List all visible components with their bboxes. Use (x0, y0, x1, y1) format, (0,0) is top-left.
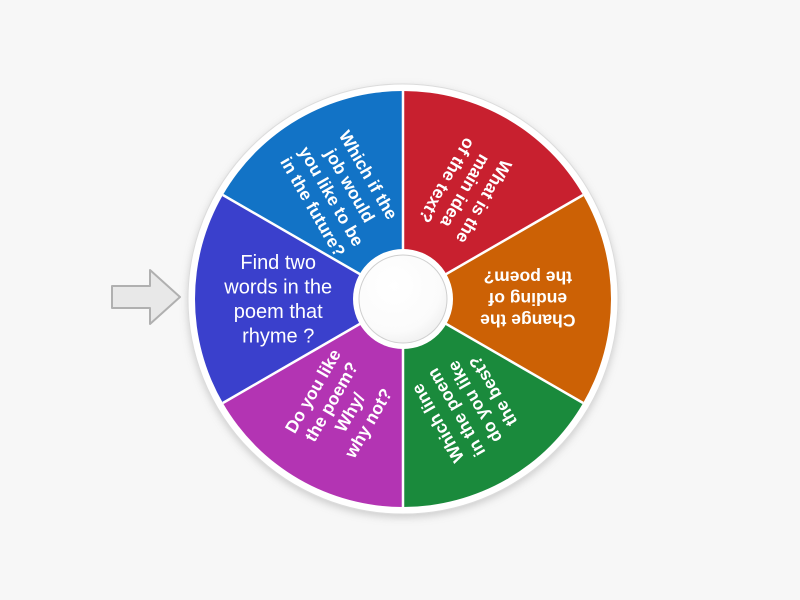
wheel-svg[interactable]: What is themain ideaof the text?Change t… (186, 82, 620, 516)
label-line: Find two (240, 252, 316, 274)
segment-orange[interactable] (403, 195, 611, 403)
svg-text:Which linein the poemdo you li: Which linein the poemdo you likethe best… (404, 344, 526, 471)
label-line: the poem? (484, 268, 572, 288)
label-line: ending of (488, 289, 567, 309)
segment-magenta-label: Do you likethe poem?Why/why not? (281, 345, 401, 468)
label-line: poem that (234, 301, 323, 323)
label-line: rhyme ? (242, 325, 314, 347)
wheel-hub[interactable] (358, 254, 448, 344)
spinner-wheel[interactable]: What is themain ideaof the text?Change t… (186, 82, 620, 516)
segment-magenta[interactable] (222, 299, 403, 507)
label-line: words in the (223, 277, 332, 299)
arrow-polygon (111, 269, 181, 325)
wheel-segments[interactable] (195, 91, 611, 507)
spin-pointer-arrow (110, 266, 182, 328)
segment-blue[interactable] (222, 91, 403, 299)
pointer-arrow-icon (111, 269, 181, 325)
segment-blue-violet[interactable] (195, 195, 403, 403)
segment-red[interactable] (403, 91, 584, 299)
svg-text:Do you likethe poem?Why/why no: Do you likethe poem?Why/why not? (281, 345, 401, 468)
segment-orange-label: Change theending ofthe poem? (480, 268, 576, 331)
segment-green[interactable] (403, 299, 584, 507)
segment-green-label: Which linein the poemdo you likethe best… (404, 344, 526, 471)
label-line: Change the (480, 310, 576, 330)
svg-text:Change theending ofthe poem?: Change theending ofthe poem? (480, 268, 576, 331)
